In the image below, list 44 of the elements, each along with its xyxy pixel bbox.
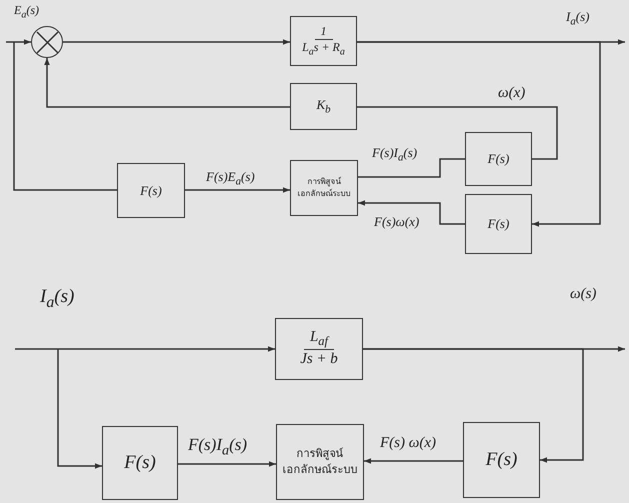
transfer-function-box [290,16,357,66]
numerator-text: 1 [314,24,332,40]
signal-label: F(s)I$_{a}$(s) [372,146,418,164]
block-label: K$_{b}$ [316,97,331,116]
connector-arrow [178,461,276,467]
signal-label: F(s)I$_{a}$(s) [188,436,248,458]
transfer-function-box [275,318,363,380]
signal-label: I$_{a}$(s) [566,10,590,28]
block-label: F(s) [140,182,162,198]
block-label: F(s) [124,452,156,474]
signal-label: I$_{a}$(s) [40,287,74,311]
block-box [465,132,532,186]
block-box [465,194,532,254]
signal-label: ω(s) [570,287,596,302]
signal-label: F(s)E$_{a}$(s) [206,170,255,188]
block-box [102,426,178,500]
connector-arrow [63,39,290,45]
block-label: F(s) [488,216,510,232]
block-box [290,83,357,130]
summing-junction [31,26,63,58]
signal-label: ω(x) [498,86,526,101]
connector-arrow [57,349,102,469]
block-box [463,422,540,498]
connector-arrow [185,187,290,193]
signal-label: F(s)ω(x) [374,215,420,228]
connector-arrow [6,39,31,45]
block-label: F(s) [486,449,518,471]
block-label: การพิสูจน์เอกลักษณ์ระบบ [296,176,352,200]
denominator-text: Js + b [299,350,339,370]
signal-label: E$_{a}$(s) [14,4,40,20]
identification-box [276,424,364,500]
connector-arrow [44,58,290,108]
connector-arrow [363,348,584,463]
signal-label: F(s) ω(x) [380,436,436,451]
block-label: F(s) [488,151,510,167]
denominator-text: L$_{a}$s + R$_{a}$ [301,40,346,58]
block-box [117,163,185,218]
block-label: การพิสูจน์เอกลักษณ์ระบบ [282,446,358,478]
identification-box [290,160,358,216]
connector-arrow [357,41,601,227]
connector-arrow [15,346,275,352]
connector-arrow [364,458,463,464]
numerator-text: L$_{af}$ [304,328,334,350]
connector-arrow [358,200,465,225]
